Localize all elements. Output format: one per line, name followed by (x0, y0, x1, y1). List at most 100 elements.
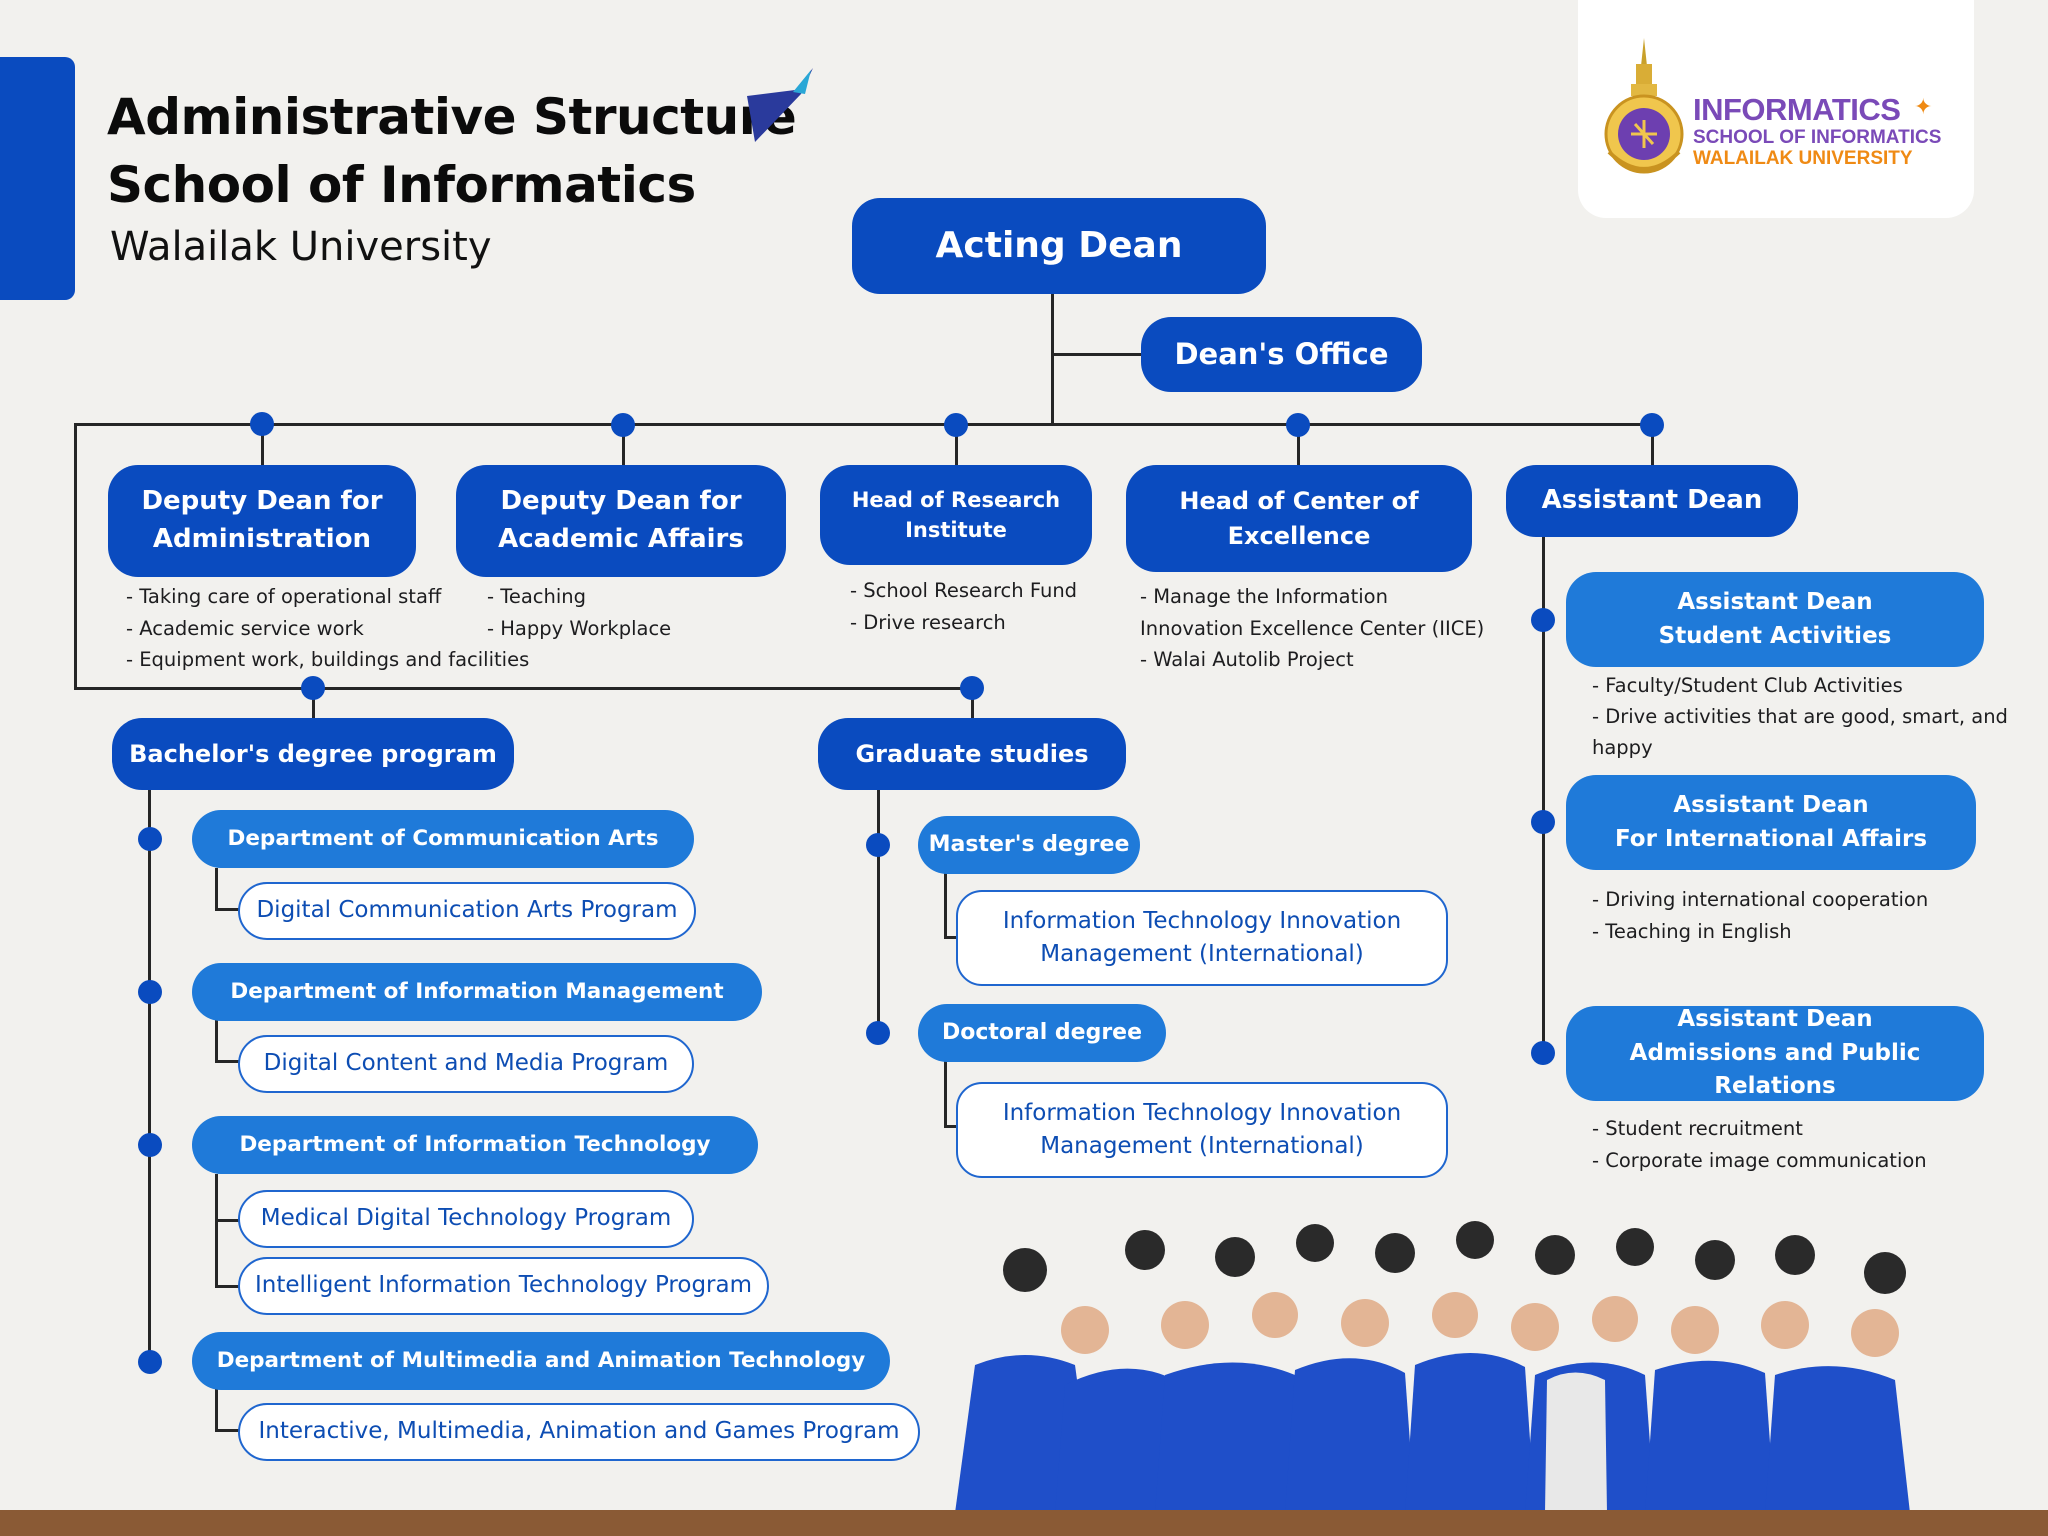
duties-student-activities: - Faculty/Student Club Activities- Drive… (1592, 674, 2008, 759)
connector-dot (138, 1133, 162, 1157)
node-label: Deputy Dean for (141, 486, 383, 517)
connector (74, 687, 972, 690)
deans-office-node[interactable]: Dean's Office (1141, 317, 1422, 392)
connector-dot (866, 1021, 890, 1045)
accent-bar (0, 57, 75, 300)
program-label: Management (International) (1040, 1133, 1364, 1159)
connector (215, 1174, 218, 1288)
graduate-studies-node[interactable]: Graduate studies (818, 718, 1126, 790)
connector-dot (866, 833, 890, 857)
node-label: For International Affairs (1614, 825, 1928, 852)
connector (215, 1020, 218, 1063)
connector-dot (960, 676, 984, 700)
connector (1051, 293, 1054, 426)
connector (261, 425, 264, 467)
program-label: Management (International) (1040, 941, 1364, 967)
connector (215, 1060, 239, 1063)
connector (215, 1388, 218, 1432)
node-label: Assistant Dean (1677, 589, 1873, 616)
connector (877, 790, 880, 1034)
connector (74, 423, 1654, 426)
connector (215, 868, 218, 911)
duties-academic: - Teaching- Happy Workplace (487, 585, 672, 640)
connector (215, 1285, 239, 1288)
connector (622, 425, 625, 467)
logo-school: SCHOOL OF INFORMATICS (1693, 127, 1942, 148)
node-label: Head of Research (851, 487, 1061, 512)
department-information-technology[interactable]: Department of Information Technology (192, 1116, 758, 1174)
connector-dot (1531, 1041, 1555, 1065)
node-label: Assistant Dean (1677, 1006, 1873, 1033)
connector (1542, 533, 1545, 1053)
program-interactive-multimedia-games[interactable]: Interactive, Multimedia, Animation and G… (238, 1403, 920, 1461)
connector (944, 1125, 958, 1128)
page-title-line2: School of Informatics (107, 156, 696, 214)
acting-dean-node[interactable]: Acting Dean (852, 198, 1266, 294)
department-multimedia-animation[interactable]: Department of Multimedia and Animation T… (192, 1332, 890, 1390)
masters-degree-node[interactable]: Master's degree (918, 816, 1140, 874)
staff-group-photo (955, 1221, 1910, 1513)
connector-dot (1531, 608, 1555, 632)
connector (1297, 425, 1300, 467)
connector (971, 688, 974, 720)
program-medical-digital-technology[interactable]: Medical Digital Technology Program (238, 1190, 694, 1248)
department-communication-arts[interactable]: Department of Communication Arts (192, 810, 694, 868)
connector-dot (301, 676, 325, 700)
connector-dot (1286, 413, 1310, 437)
connector-dot (1531, 810, 1555, 834)
duties-international: - Driving international cooperation- Tea… (1592, 888, 1929, 943)
node-label: Administration (152, 524, 372, 554)
program-digital-communication-arts[interactable]: Digital Communication Arts Program (238, 882, 696, 940)
duties-research: - School Research Fund- Drive research (850, 579, 1078, 634)
node-label: Assistant Dean (1673, 792, 1869, 819)
connector-dot (138, 827, 162, 851)
node-label: Head of Center of (1179, 486, 1419, 515)
program-label: Information Technology Innovation (1002, 907, 1402, 934)
connector (1651, 425, 1654, 467)
connector (74, 423, 77, 690)
assistant-dean-node[interactable]: Assistant Dean (1506, 465, 1798, 537)
node-label: Excellence (1227, 521, 1371, 550)
connector (215, 1219, 239, 1222)
node-label: Institute (905, 518, 1007, 542)
node-label: Student Activities (1658, 622, 1892, 649)
bachelor-program-node[interactable]: Bachelor's degree program (112, 718, 514, 790)
connector-dot (138, 1350, 162, 1374)
sparkle-icon: ✦ (1914, 94, 1933, 119)
duties-admissions: - Student recruitment- Corporate image c… (1592, 1117, 1927, 1172)
page-title: Administrative Structure (107, 88, 797, 146)
connector (955, 425, 958, 467)
node-label: Admissions and Public Relations (1629, 1039, 1921, 1100)
connector-dot (1640, 413, 1664, 437)
connector (215, 1429, 239, 1432)
head-center-excellence-node[interactable]: Head of Center of Excellence (1126, 465, 1472, 572)
connector (148, 790, 151, 1362)
connector (1051, 353, 1141, 356)
connector-dot (611, 413, 635, 437)
program-intelligent-it[interactable]: Intelligent Information Technology Progr… (238, 1257, 769, 1315)
connector-dot (250, 412, 274, 436)
program-digital-content-media[interactable]: Digital Content and Media Program (238, 1035, 694, 1093)
doctoral-degree-node[interactable]: Doctoral degree (918, 1004, 1166, 1062)
university-seal-icon (1604, 38, 1684, 174)
connector (944, 873, 947, 939)
connector (944, 1061, 947, 1128)
node-label: Deputy Dean for (500, 486, 742, 517)
department-information-management[interactable]: Department of Information Management (192, 963, 762, 1021)
page-subtitle: Walailak University (110, 224, 492, 270)
program-label: Information Technology Innovation (1002, 1099, 1402, 1126)
duties-administration: - Taking care of operational staff- Acad… (126, 585, 530, 671)
logo-university: WALAILAK UNIVERSITY (1693, 148, 1913, 169)
connector-dot (944, 413, 968, 437)
connector (944, 936, 958, 939)
connector (312, 688, 315, 720)
